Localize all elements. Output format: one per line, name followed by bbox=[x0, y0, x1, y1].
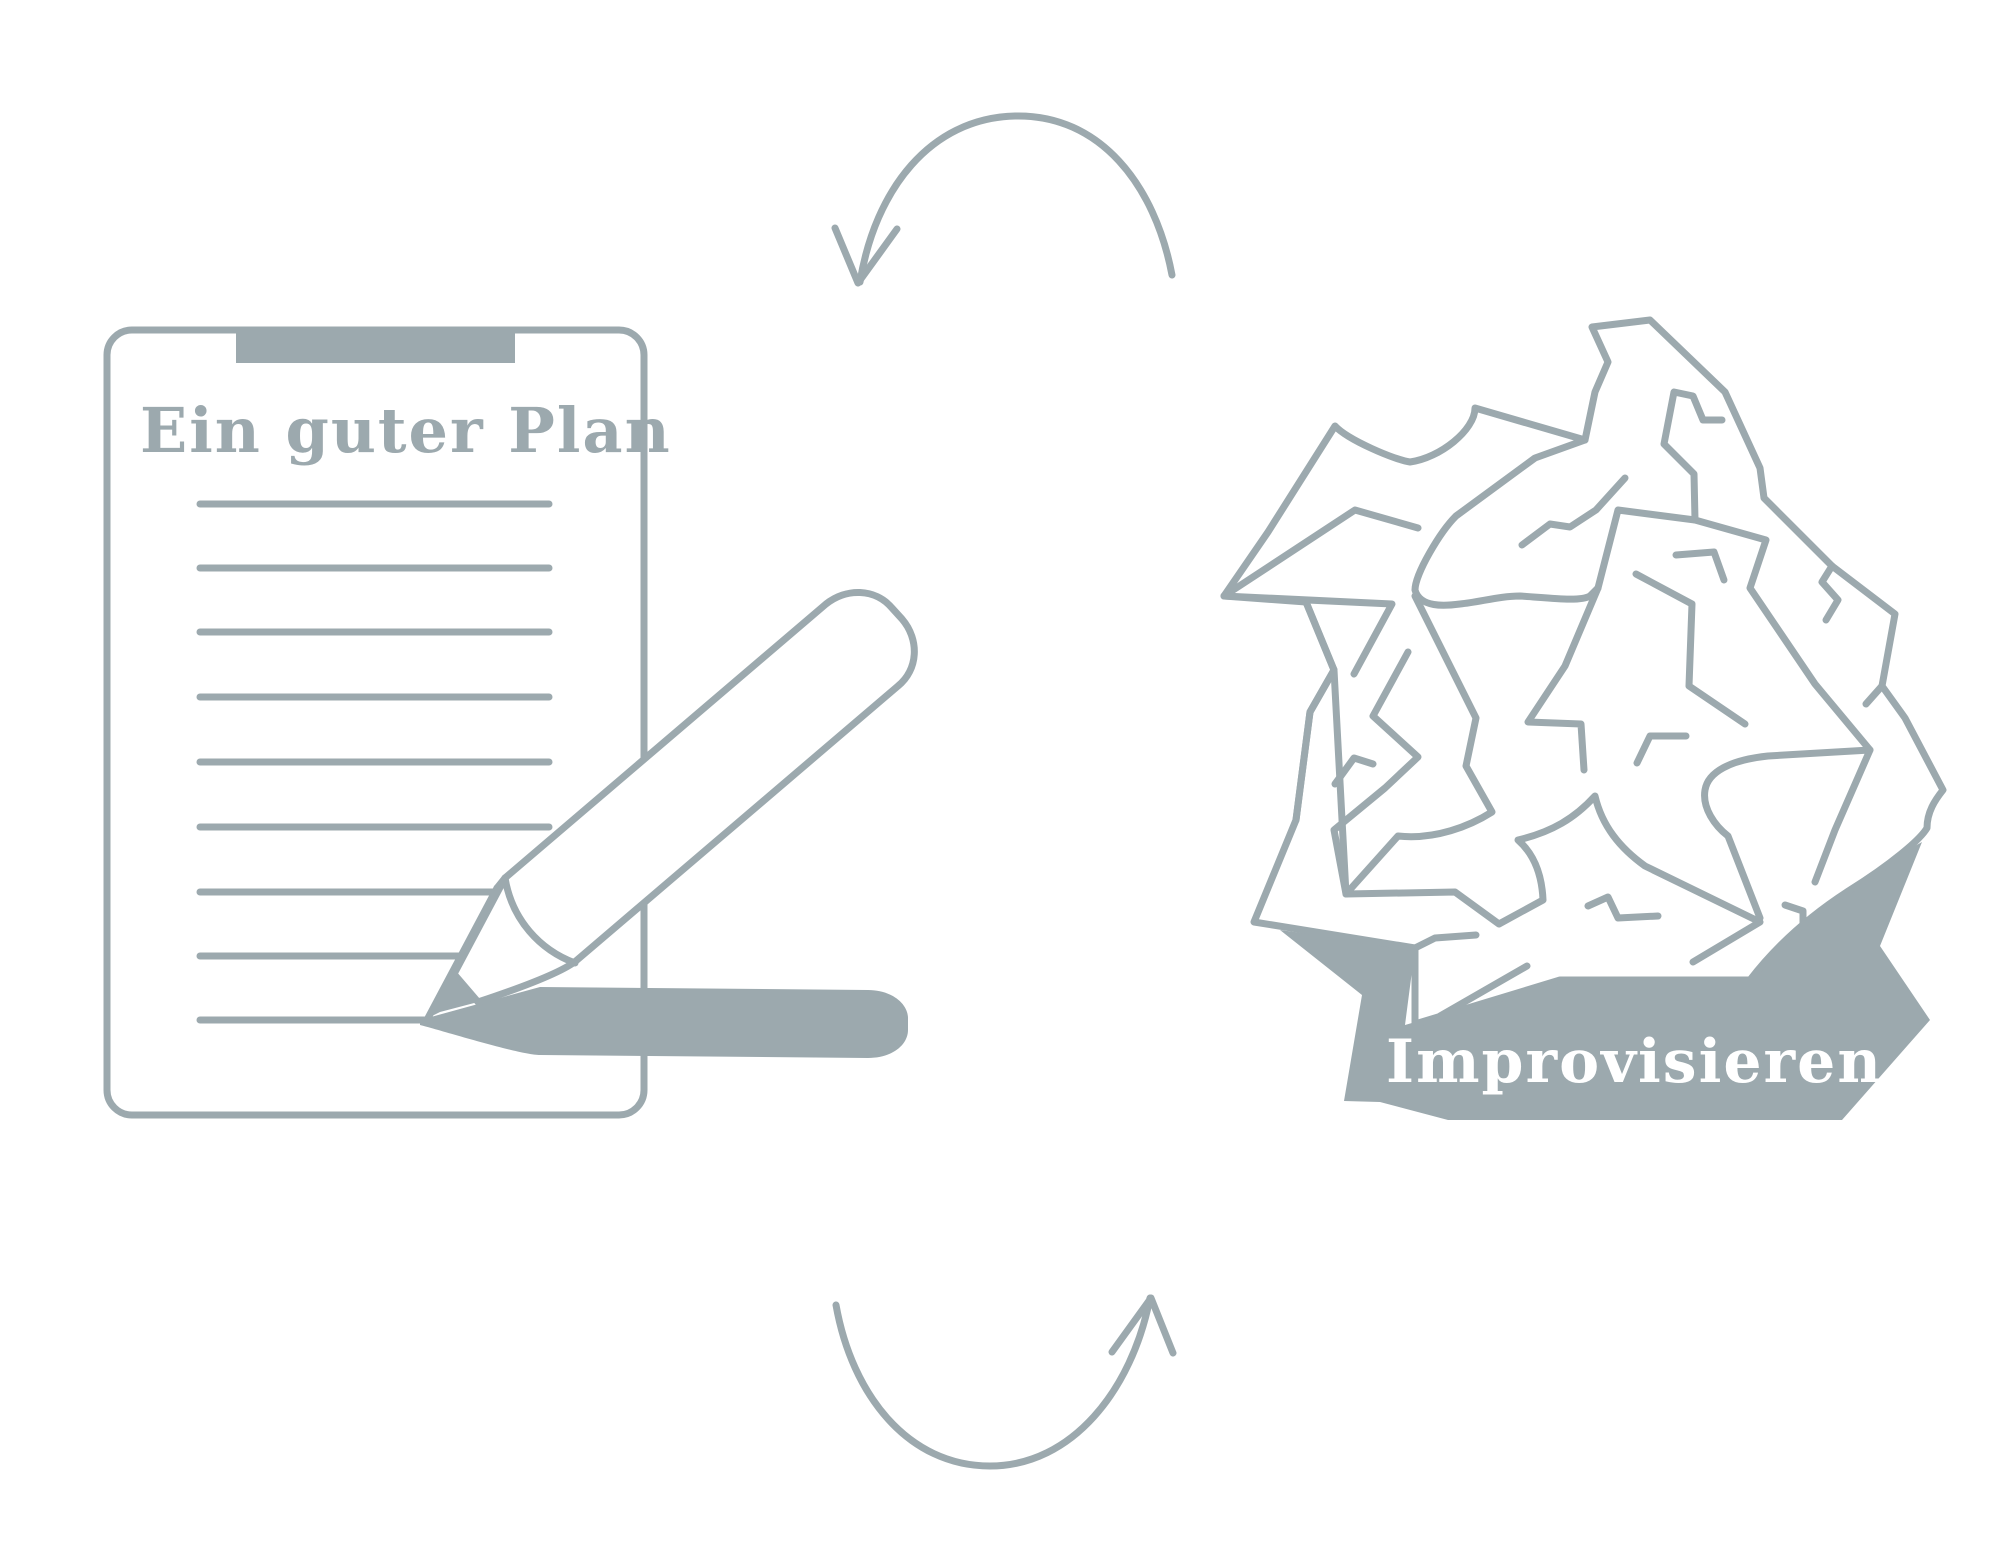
pencil-scribble bbox=[420, 987, 908, 1058]
improvise-label: Improvisieren bbox=[1386, 1027, 1883, 1097]
plan-lines bbox=[196, 500, 553, 1024]
cycle-arrow-bottom-icon bbox=[832, 1294, 1177, 1470]
clipboard-clip bbox=[236, 331, 515, 363]
pencil-icon bbox=[424, 589, 918, 1022]
cycle-arrow-top-icon bbox=[831, 112, 1176, 287]
clipboard-icon: Ein guter Plan bbox=[103, 326, 672, 1119]
plan-title: Ein guter Plan bbox=[140, 394, 672, 467]
crumpled-paper-icon: Improvisieren bbox=[1220, 316, 1947, 1120]
